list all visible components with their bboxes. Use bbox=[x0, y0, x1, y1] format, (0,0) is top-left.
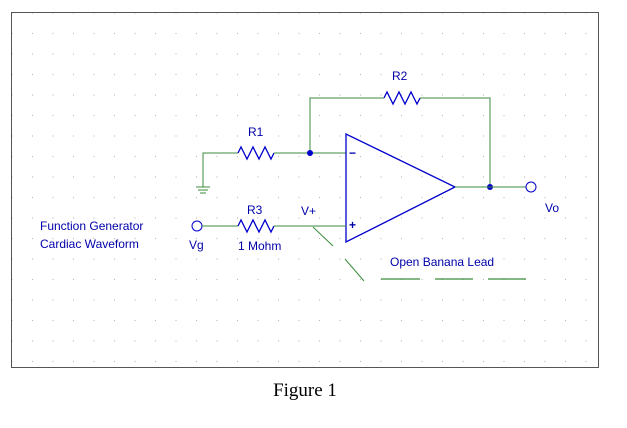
r3-label: R3 bbox=[247, 203, 263, 217]
source-label-line1: Function Generator bbox=[40, 219, 143, 233]
resistor-r3-zigzag bbox=[237, 218, 275, 234]
feedback-path bbox=[309, 97, 491, 187]
resistor-r1-zigzag bbox=[237, 145, 275, 161]
resistor-r1[interactable]: R1 bbox=[237, 125, 275, 161]
lead-wire bbox=[312, 226, 334, 247]
ground-icon bbox=[196, 186, 210, 194]
source-label-line2: Cardiac Waveform bbox=[40, 237, 139, 251]
op-amp-minus-sign: − bbox=[349, 146, 356, 160]
grid bbox=[11, 12, 599, 368]
open-banana-lead-label: Open Banana Lead bbox=[390, 255, 494, 269]
vg-label: Vg bbox=[189, 238, 204, 252]
op-amp-plus-sign: + bbox=[349, 218, 356, 232]
op-amp-triangle bbox=[345, 132, 457, 244]
resistor-r3[interactable]: R3 1 Mohm bbox=[237, 203, 281, 253]
r1-label: R1 bbox=[248, 125, 264, 139]
vplus-label: V+ bbox=[301, 204, 316, 218]
drawing-frame bbox=[11, 12, 599, 368]
junction-inverting bbox=[307, 150, 313, 156]
vo-label: Vo bbox=[545, 201, 559, 215]
op-amp[interactable]: − + bbox=[345, 132, 457, 244]
resistor-r2[interactable]: R2 bbox=[383, 69, 421, 106]
ground-connection bbox=[196, 152, 238, 194]
open-banana-lead: Open Banana Lead bbox=[312, 226, 526, 282]
r2-label: R2 bbox=[392, 69, 408, 83]
lead-wire-tip bbox=[344, 258, 365, 282]
resistor-r2-zigzag bbox=[383, 90, 421, 106]
output-terminal[interactable] bbox=[525, 181, 537, 193]
figure-caption: Figure 1 bbox=[273, 380, 337, 401]
input-terminal[interactable] bbox=[191, 220, 203, 232]
r3-value: 1 Mohm bbox=[238, 239, 281, 253]
